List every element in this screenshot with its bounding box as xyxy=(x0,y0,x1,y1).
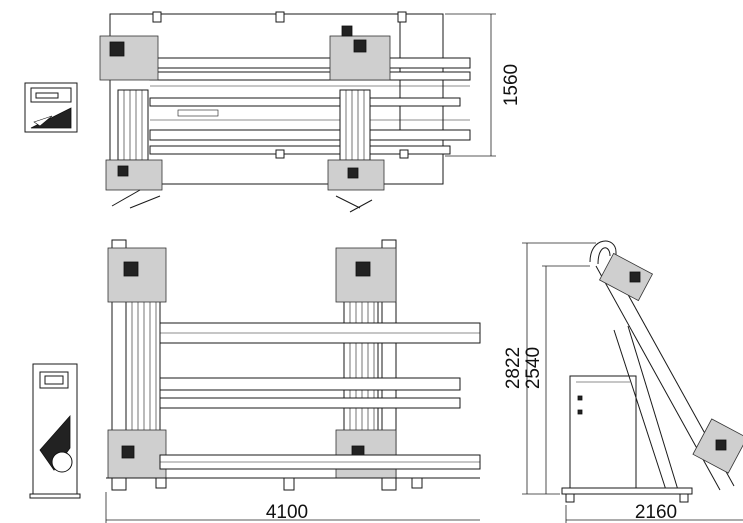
top-view: 1560 xyxy=(99,11,522,213)
side-view: 2822 2540 2160 xyxy=(503,240,743,523)
dim-top-depth: 1560 xyxy=(501,64,522,106)
dim-front-width: 4100 xyxy=(266,502,308,523)
control-cabinet-icon xyxy=(29,363,81,499)
dim-side-height-total: 2822 xyxy=(503,347,524,389)
control-panel-icon xyxy=(24,82,78,133)
front-view: 4100 xyxy=(105,239,481,523)
dim-side-depth: 2160 xyxy=(635,502,677,523)
dim-side-height-frame: 2540 xyxy=(523,347,544,389)
